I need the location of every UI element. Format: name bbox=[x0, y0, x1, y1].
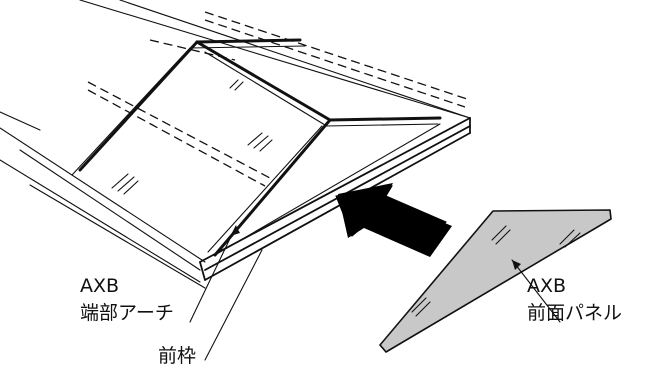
hidden-lines bbox=[87, 11, 471, 187]
roof-frame bbox=[0, 0, 471, 289]
front-panel-label-line1: AXB bbox=[527, 275, 566, 297]
front-frame-label: 前枠 bbox=[158, 345, 196, 367]
end-arch-label-line1: AXB bbox=[80, 275, 119, 297]
leader-lines bbox=[189, 225, 561, 361]
front-panel bbox=[379, 209, 612, 353]
insertion-arrow bbox=[335, 183, 452, 257]
end-arch bbox=[71, 38, 442, 257]
front-panel-label-line2: 前面パネル bbox=[527, 302, 622, 324]
glazing-highlights bbox=[111, 79, 273, 195]
end-arch-label-line2: 端部アーチ bbox=[80, 302, 174, 324]
